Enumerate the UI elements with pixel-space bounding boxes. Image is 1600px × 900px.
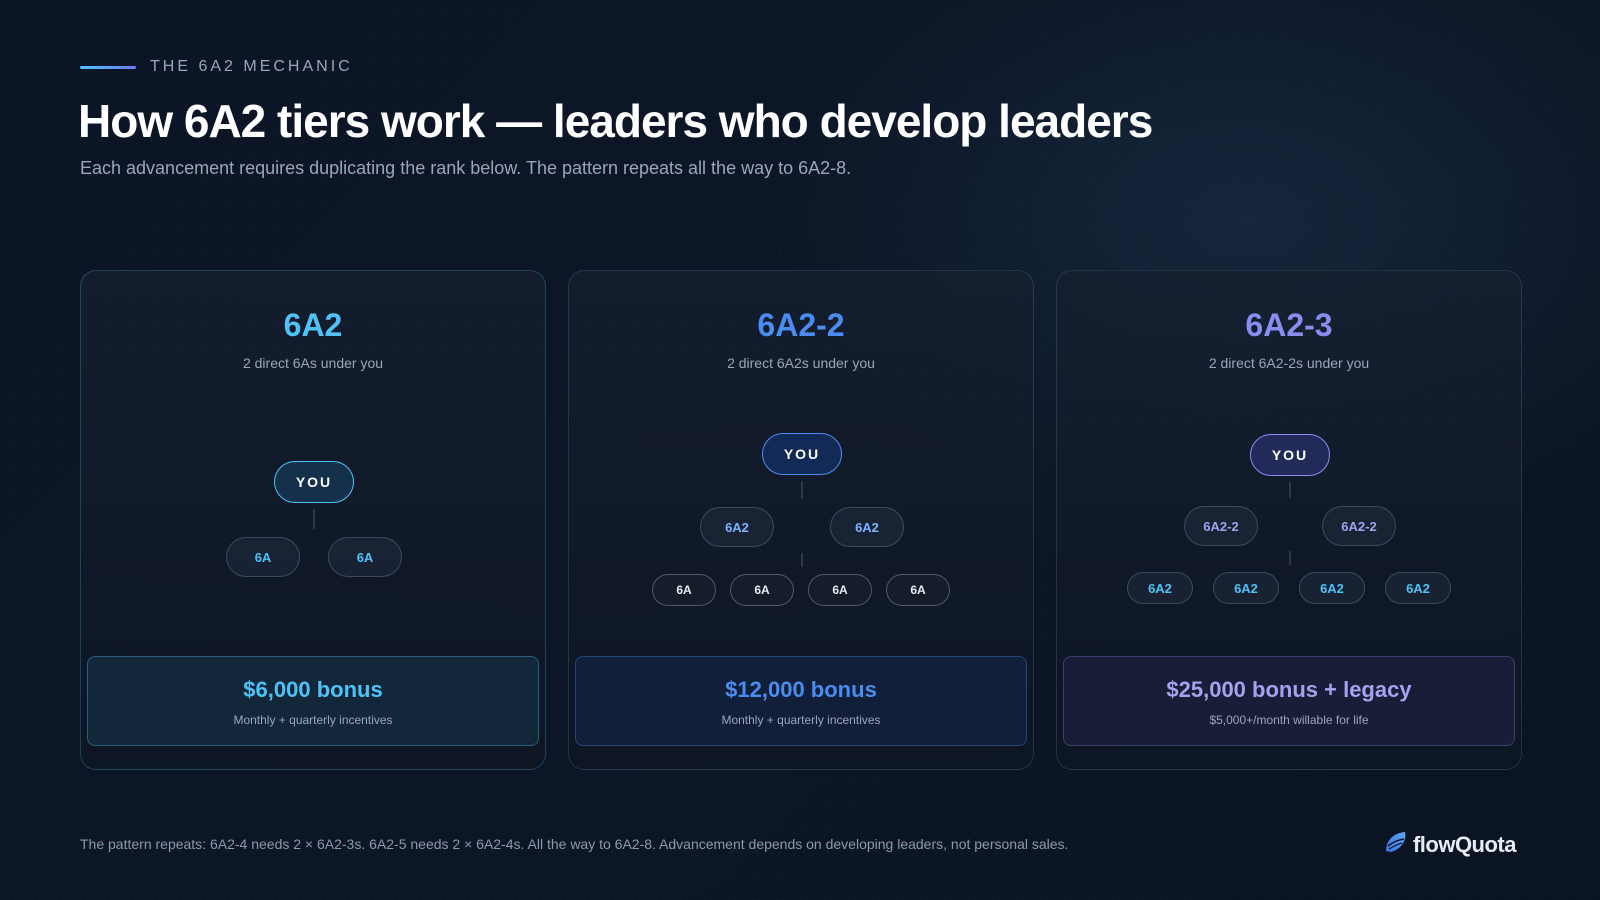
- tree-node-level2: 6A2: [1127, 572, 1193, 604]
- eyebrow-text: THE 6A2 MECHANIC: [150, 58, 353, 75]
- tier-title: 6A2-3: [1245, 307, 1333, 343]
- tree-node-level1: 6A2: [700, 507, 774, 547]
- you-node: YOU: [762, 433, 842, 475]
- bonus-amount: $6,000 bonus: [243, 677, 383, 702]
- tier-requirement: 2 direct 6A2s under you: [727, 355, 875, 371]
- page-title: How 6A2 tiers work — leaders who develop…: [78, 95, 1153, 147]
- bonus-note: $5,000+/month willable for life: [1209, 713, 1369, 727]
- page-subtitle: Each advancement requires duplicating th…: [80, 158, 852, 178]
- bonus-note: Monthly + quarterly incentives: [721, 713, 881, 727]
- tree-node-level2: 6A2: [1385, 572, 1451, 604]
- bonus-note: Monthly + quarterly incentives: [233, 713, 393, 727]
- tree-connector: [1289, 551, 1291, 565]
- tier-card-6a2-2: 6A2-2 2 direct 6A2s under you YOU 6A2 6A…: [568, 270, 1034, 770]
- bonus-box: $6,000 bonus Monthly + quarterly incenti…: [87, 656, 539, 746]
- bonus-amount: $25,000 bonus + legacy: [1166, 677, 1412, 702]
- brand-name: flowQuota: [1412, 831, 1517, 857]
- tree-node-level2: 6A: [886, 574, 950, 606]
- tree-connector: [313, 509, 315, 529]
- tree-node-level1: 6A: [328, 537, 402, 577]
- tree-node-level2: 6A: [808, 574, 872, 606]
- tree-node-level2: 6A2: [1299, 572, 1365, 604]
- eyebrow-accent-line: [80, 65, 136, 69]
- bonus-box: $25,000 bonus + legacy $5,000+/month wil…: [1063, 656, 1515, 746]
- tier-title: 6A2-2: [757, 307, 845, 343]
- tree-node-level2: 6A: [730, 574, 794, 606]
- tier-card-6a2: 6A2 2 direct 6As under you YOU 6A 6A $6,…: [80, 270, 546, 770]
- you-node: YOU: [1250, 434, 1330, 476]
- bonus-amount: $12,000 bonus: [725, 677, 877, 702]
- you-node: YOU: [274, 461, 354, 503]
- tier-card-6a2-3: 6A2-3 2 direct 6A2-2s under you YOU 6A2-…: [1056, 270, 1522, 770]
- tree-node-level1: 6A2-2: [1184, 506, 1258, 546]
- tree-connector: [1289, 482, 1291, 498]
- tree-connector: [801, 481, 803, 499]
- tree-node-level2: 6A: [652, 574, 716, 606]
- tree-node-level1: 6A2: [830, 507, 904, 547]
- tree-connector: [801, 553, 803, 567]
- tier-requirement: 2 direct 6As under you: [242, 355, 384, 371]
- wave-logo-icon: [1383, 829, 1409, 860]
- bonus-box: $12,000 bonus Monthly + quarterly incent…: [575, 656, 1027, 746]
- eyebrow: THE 6A2 MECHANIC: [80, 58, 353, 76]
- tier-title: 6A2: [283, 307, 343, 343]
- tier-requirement: 2 direct 6A2-2s under you: [1208, 355, 1370, 371]
- tree-node-level1: 6A2-2: [1322, 506, 1396, 546]
- tree-node-level2: 6A2: [1213, 572, 1279, 604]
- brand-logo: flowQuota: [1383, 829, 1517, 860]
- tree-node-level1: 6A: [226, 537, 300, 577]
- footnote: The pattern repeats: 6A2-4 needs 2 × 6A2…: [80, 836, 1069, 852]
